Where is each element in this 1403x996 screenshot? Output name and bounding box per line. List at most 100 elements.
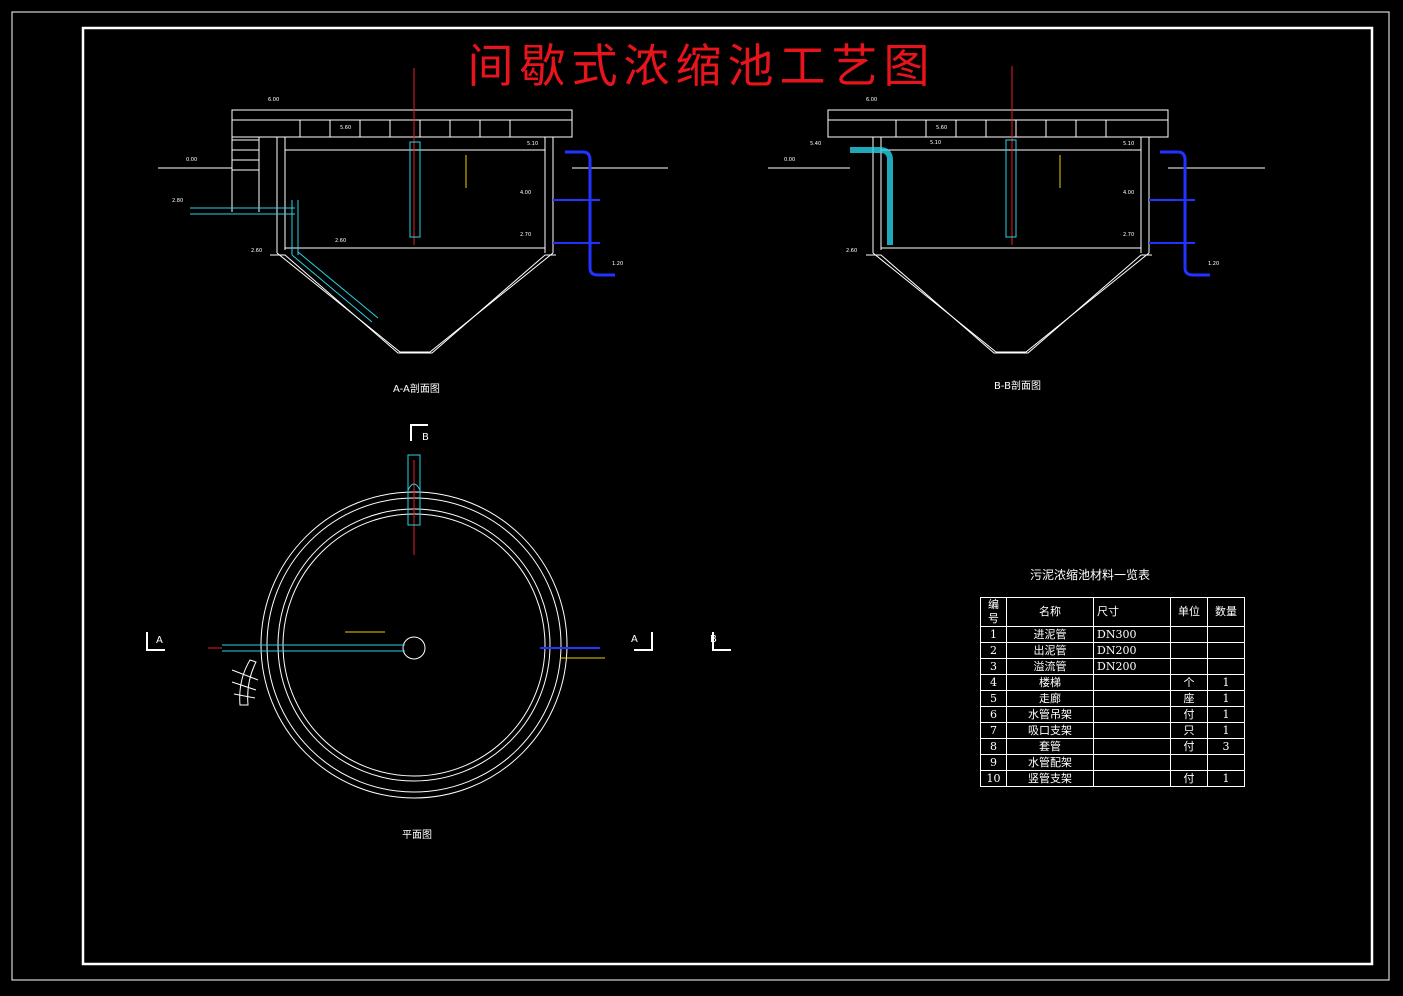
table-cell [1207,626,1245,643]
table-cell [1093,690,1171,707]
plan-pipes [208,454,605,659]
table-cell: 1 [1207,770,1245,787]
table-cell: 出泥管 [1006,642,1094,659]
table-header-row: 编号 名称 尺寸 单位 数量 [980,597,1245,627]
table-cell: 付 [1170,706,1208,723]
table-cell [1093,738,1171,755]
table-cell: 进泥管 [1006,626,1094,643]
cut-mark-a-left: A [156,635,163,646]
svg-text:5.40: 5.40 [810,141,821,147]
table-cell: 9 [980,754,1007,771]
table-cell [1093,706,1171,723]
inner-frame [81,26,1374,966]
table-cell [1207,658,1245,675]
cut-mark-a-right: A [631,634,638,645]
table-cell: 楼梯 [1006,674,1094,691]
table-cell: 1 [1207,706,1245,723]
plan-caption: 平面图 [402,830,432,841]
table-cell: 2 [980,642,1007,659]
table-title: 污泥浓缩池材料一览表 [1030,568,1151,582]
table-cell: 座 [1170,690,1208,707]
svg-text:5.10: 5.10 [930,140,941,146]
table-cell: 10 [980,770,1007,787]
table-cell [1093,754,1171,771]
table-cell: 吸口支架 [1006,722,1094,739]
section-b-drawing [768,109,1265,354]
svg-text:1.20: 1.20 [612,261,623,267]
table-cell: 水管配架 [1006,754,1094,771]
svg-text:4.00: 4.00 [1123,190,1134,196]
table-cell: 水管吊架 [1006,706,1094,723]
table-cell: 1 [1207,674,1245,691]
table-cell: DN300 [1093,626,1171,643]
table-cell: 走廊 [1006,690,1094,707]
svg-text:2.80: 2.80 [172,198,183,204]
table-cell: 3 [980,658,1007,675]
table-cell: 只 [1170,722,1208,739]
cut-mark-b-top: B [422,432,429,443]
svg-text:2.60: 2.60 [846,248,857,254]
svg-text:2.70: 2.70 [520,232,531,238]
table-cell: DN200 [1093,658,1171,675]
section-a-caption: A-A剖面图 [393,384,440,395]
header-cell: 名称 [1006,597,1094,627]
svg-text:2.60: 2.60 [335,238,346,244]
header-cell: 尺寸 [1093,597,1171,627]
cut-markers [146,424,731,651]
table-cell: 1 [980,626,1007,643]
table-cell: 3 [1207,738,1245,755]
svg-text:5.60: 5.60 [936,125,947,131]
table-cell: DN200 [1093,642,1171,659]
table-cell [1170,642,1208,659]
svg-text:4.00: 4.00 [520,190,531,196]
table-cell [1093,770,1171,787]
svg-text:5.60: 5.60 [340,125,351,131]
table-cell: 套管 [1006,738,1094,755]
table-cell: 付 [1170,770,1208,787]
header-cell: 数量 [1207,597,1245,627]
svg-text:0.00: 0.00 [784,157,795,163]
table-cell: 1 [1207,722,1245,739]
header-cell: 编号 [980,597,1007,627]
section-b-caption: B-B剖面图 [994,381,1041,392]
table-cell: 6 [980,706,1007,723]
table-cell: 付 [1170,738,1208,755]
outer-frame [11,11,1390,981]
svg-text:5.10: 5.10 [1123,141,1134,147]
svg-text:5.10: 5.10 [527,141,538,147]
svg-text:6.00: 6.00 [866,97,877,103]
table-cell: 溢流管 [1006,658,1094,675]
table-cell [1093,722,1171,739]
table-cell: 8 [980,738,1007,755]
table-cell [1207,754,1245,771]
table-cell: 7 [980,722,1007,739]
section-a-marks: 6.005.60 0.005.10 4.002.70 1.202.80 2.60… [172,97,623,267]
section-a-drawing [158,109,668,354]
svg-text:1.20: 1.20 [1208,261,1219,267]
svg-text:2.60: 2.60 [251,248,262,254]
table-cell [1207,642,1245,659]
table-cell: 个 [1170,674,1208,691]
table-cell: 1 [1207,690,1245,707]
table-cell: 4 [980,674,1007,691]
drawing-title: 间歇式浓缩池工艺图 [467,39,936,93]
section-b-marks: 6.005.60 0.005.40 5.104.00 2.701.20 2.60… [784,97,1219,267]
table-cell: 竖管支架 [1006,770,1094,787]
svg-text:0.00: 0.00 [186,157,197,163]
table-cell [1093,674,1171,691]
section-a-pipes [190,68,615,323]
section-b-pipes [850,66,1210,277]
table-cell: 5 [980,690,1007,707]
